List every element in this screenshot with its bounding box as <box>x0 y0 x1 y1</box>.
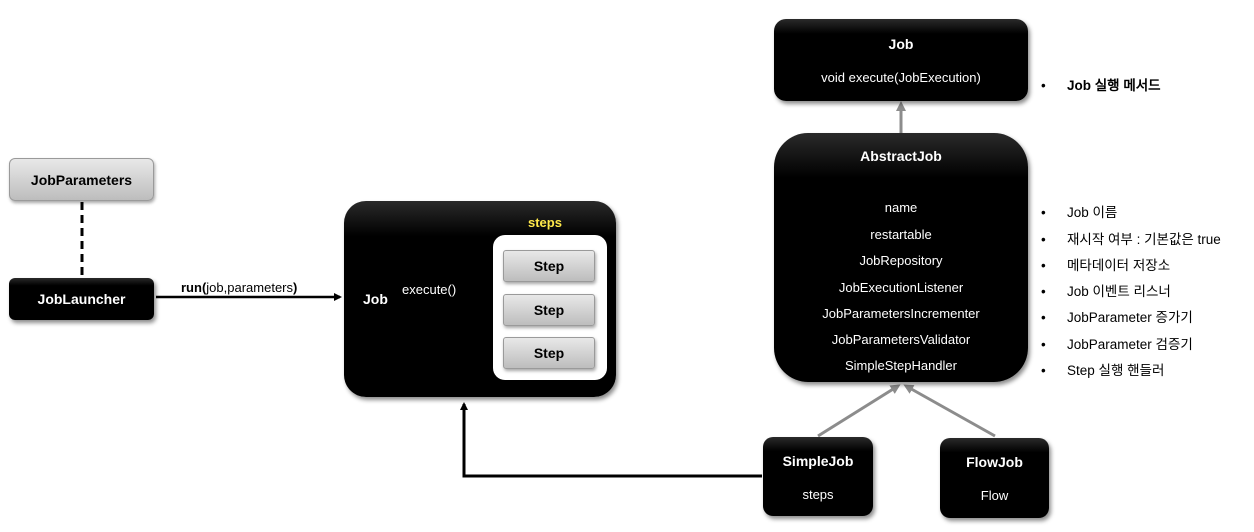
note-job-repository: •메타데이터 저장소 <box>1041 258 1171 273</box>
field-job-execution-listener: JobExecutionListener <box>838 280 964 295</box>
flow-job-box: FlowJob Flow <box>940 438 1049 518</box>
step-box-1: Step <box>503 250 595 282</box>
job-launcher-box: JobLauncher <box>9 278 154 320</box>
run-method-name: run <box>181 280 202 295</box>
note-name: •Job 이름 <box>1041 205 1118 220</box>
note-restartable: •재시작 여부 : 기본값은 true <box>1041 232 1221 247</box>
field-simple-step-handler: SimpleStepHandler <box>844 358 957 373</box>
field-restartable: restartable <box>870 227 932 242</box>
field-job-repository: JobRepository <box>859 253 943 268</box>
job-interface-box: Job void execute(JobExecution) <box>774 19 1028 101</box>
note-name-text: Job 이름 <box>1067 205 1118 220</box>
job-note-text: Job 실행 메서드 <box>1067 78 1161 93</box>
step-box-2: Step <box>503 294 595 326</box>
simple-job-sub: steps <box>802 487 834 502</box>
job-execute-method: void execute(JobExecution) <box>821 70 981 85</box>
field-name: name <box>884 200 918 215</box>
job-box: Job execute() steps Step Step Step <box>344 201 616 397</box>
note-incrementer-text: JobParameter 증가기 <box>1067 310 1193 325</box>
run-args: job,parameters <box>206 280 294 295</box>
flow-job-title: FlowJob <box>966 454 1023 470</box>
note-step-handler: •Step 실행 핸들러 <box>1041 363 1165 378</box>
run-call-label: run(job,parameters) <box>181 280 297 295</box>
flow-job-sub: Flow <box>980 488 1009 503</box>
run-open-paren: ( <box>201 280 207 295</box>
note-listener: •Job 이벤트 리스너 <box>1041 284 1171 299</box>
note-validator: •JobParameter 검증기 <box>1041 337 1193 352</box>
abstract-job-title: AbstractJob <box>860 148 942 164</box>
note-incrementer: •JobParameter 증가기 <box>1041 310 1193 325</box>
abstract-job-box: AbstractJob name restartable JobReposito… <box>774 133 1028 382</box>
note-restartable-text: 재시작 여부 : 기본값은 true <box>1067 232 1221 247</box>
flowjob-to-abstractjob-arrow <box>903 384 996 438</box>
simple-job-title: SimpleJob <box>782 453 854 469</box>
note-step-handler-text: Step 실행 핸들러 <box>1067 363 1165 378</box>
steps-container: Step Step Step <box>493 235 607 380</box>
note-validator-text: JobParameter 검증기 <box>1067 337 1193 352</box>
job-box-label: Job <box>363 291 388 307</box>
simplejob-to-abstractjob-arrow <box>817 384 901 438</box>
steps-title: steps <box>528 215 562 230</box>
run-close-paren: ) <box>293 280 298 295</box>
job-parameters-box: JobParameters <box>9 158 154 201</box>
field-job-parameters-incrementer: JobParametersIncrementer <box>822 306 980 321</box>
job-interface-title: Job <box>888 36 914 52</box>
job-note: •Job 실행 메서드 <box>1041 78 1161 93</box>
simple-job-box: SimpleJob steps <box>763 437 873 516</box>
step-box-3: Step <box>503 337 595 369</box>
simplejob-to-job-arrow <box>460 402 762 478</box>
field-job-parameters-validator: JobParametersValidator <box>831 332 971 347</box>
execute-label: execute() <box>402 282 457 297</box>
note-listener-text: Job 이벤트 리스너 <box>1067 284 1171 299</box>
note-job-repository-text: 메타데이터 저장소 <box>1067 258 1171 273</box>
